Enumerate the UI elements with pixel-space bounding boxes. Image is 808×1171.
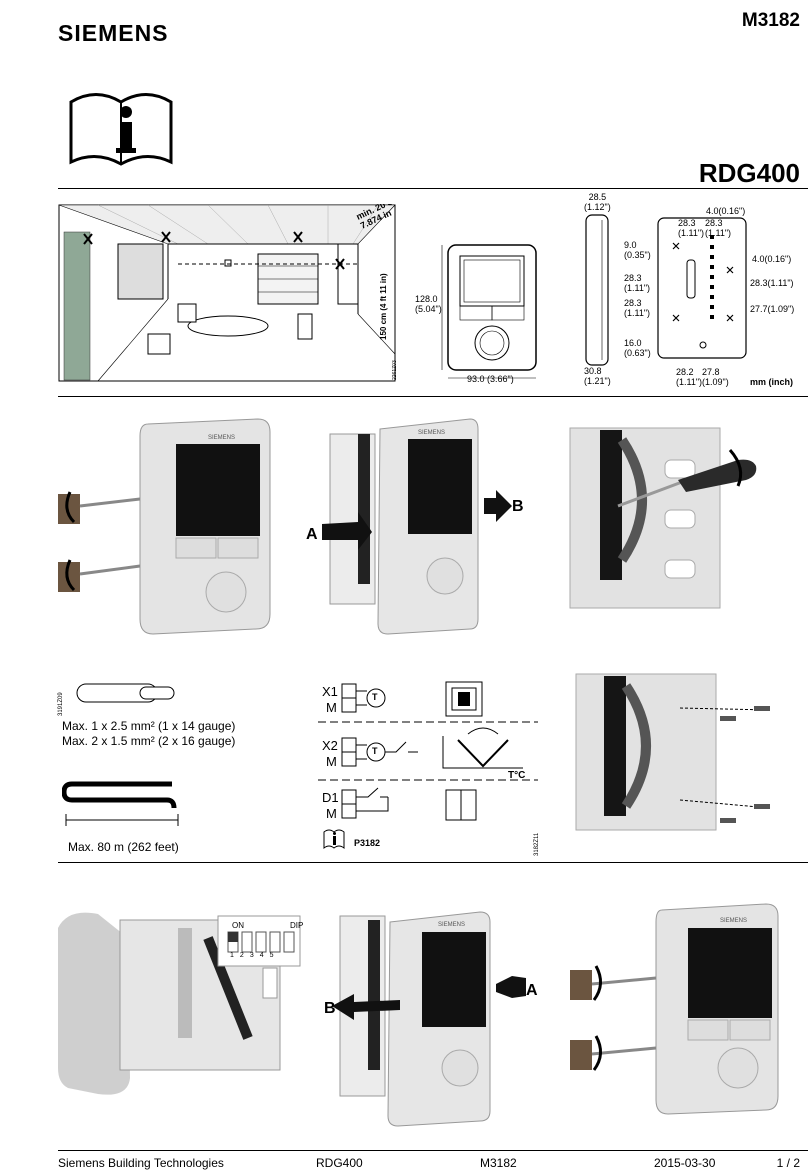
mounting-height-label: 150 cm (4 ft 11 in) — [379, 273, 388, 340]
dip-number-5: 5 — [269, 952, 274, 959]
arrow-b-label-2: B — [324, 1000, 336, 1017]
terminal-m2: M — [326, 754, 337, 769]
step-separate-device: SIEMENS — [322, 418, 512, 635]
side-top-dim: 28.5 (1.12") — [584, 192, 611, 212]
fig-code-room: 2261Z03 — [392, 360, 398, 380]
front-dimension-drawing — [441, 244, 537, 379]
terminal-m1: M — [326, 700, 337, 715]
dip-on-label: ON — [232, 921, 244, 930]
dip-number-4: 4 — [259, 952, 264, 959]
footer-company: Siemens Building Technologies — [58, 1156, 224, 1170]
arrow-b-label-1: B — [512, 498, 524, 515]
back-top-c: 4.0(0.16") — [706, 206, 746, 216]
cable-length-icon — [62, 781, 179, 826]
back-bottom-a: 28.2 (1.11") — [676, 367, 703, 387]
temp-axis-label: T°C — [508, 770, 526, 781]
back-right-b: 28.3(1.11") — [750, 278, 794, 288]
divider-footer — [58, 1150, 808, 1151]
cable-icon — [76, 683, 175, 703]
step-reattach-device: SIEMENS — [332, 911, 526, 1127]
front-height-dim: 128.0 (5.04") — [415, 294, 442, 314]
cable-spec-1: Max. 1 x 2.5 mm² (1 x 14 gauge) — [62, 719, 236, 733]
dip-number-1: 1 — [230, 952, 234, 959]
room-mounting-figure: min. 20 cm7.874 in 150 cm (4 ft 11 in) 2… — [58, 204, 398, 382]
fig-code-cable: 3191Z09 — [58, 692, 64, 716]
back-dimension-drawing — [657, 217, 747, 359]
footer-model: RDG400 — [316, 1156, 363, 1170]
divider-top — [58, 188, 808, 189]
cable-spec-2: Max. 2 x 1.5 mm² (2 x 16 gauge) — [62, 734, 236, 748]
back-top-b: 28.3 (1.11") — [705, 218, 732, 238]
terminal-x1: X1 — [322, 684, 338, 699]
back-right-a: 4.0(0.16") — [752, 254, 792, 264]
document-number: M3182 — [741, 10, 800, 31]
model-title: RDG400 — [698, 158, 800, 188]
dip-number-3: 3 — [249, 952, 254, 959]
side-dimension-drawing — [585, 214, 609, 366]
front-width-dim: 93.0 (3.66") — [467, 374, 514, 384]
dip-label: DIP — [290, 921, 304, 930]
back-left-c: 28.3 (1.11") — [624, 298, 651, 318]
back-left-a: 9.0 (0.35") — [624, 240, 651, 260]
device-brand-1: SIEMENS — [208, 435, 235, 441]
back-top-a: 28.3 (1.11") — [678, 218, 705, 238]
terminal-x2: X2 — [322, 738, 338, 753]
divider-dimensions — [58, 396, 808, 397]
dip-number-2: 2 — [239, 952, 244, 959]
step-terminal-wiring — [569, 427, 757, 609]
fig-code-terminals: 3182Z11 — [534, 832, 540, 856]
footer-doc: M3182 — [480, 1156, 517, 1170]
step-unscrew-device: SIEMENS — [58, 418, 271, 635]
step-screw-device: SIEMENS — [570, 903, 779, 1115]
device-brand-4: SIEMENS — [720, 918, 747, 924]
device-brand-3: SIEMENS — [438, 922, 465, 928]
unit-label: mm (inch) — [750, 377, 794, 387]
step-wall-mounting — [575, 673, 771, 831]
cable-length: Max. 80 m (262 feet) — [68, 840, 179, 854]
terminal-m3: M — [326, 806, 337, 821]
device-brand-2: SIEMENS — [418, 430, 445, 436]
terminal-d1: D1 — [322, 790, 339, 805]
back-bottom-b: 27.8 (1.09") — [702, 367, 729, 387]
back-right-c: 27.7(1.09") — [750, 304, 795, 314]
back-left-b: 28.3 (1.11") — [624, 273, 651, 293]
dip-numbers: 1 2 3 4 5 — [230, 952, 274, 959]
step-dip-switch — [58, 912, 301, 1095]
sensor-t-2: T — [372, 746, 378, 756]
arrow-a-label-1: A — [306, 526, 318, 543]
reference-doc: P3182 — [354, 838, 381, 848]
info-book-icon — [69, 93, 173, 166]
arrow-a-label-2: A — [526, 982, 538, 999]
footer-page: 1 / 2 — [776, 1156, 800, 1170]
back-left-d: 16.0 (0.63") — [624, 338, 651, 358]
divider-wiring — [58, 862, 808, 863]
sensor-t-1: T — [372, 692, 378, 702]
info-icon-small — [323, 829, 345, 850]
footer-date: 2015-03-30 — [654, 1156, 716, 1170]
terminal-diagram — [318, 681, 538, 821]
brand-logo: SIEMENS — [58, 20, 169, 46]
side-bottom-dim: 30.8 (1.21") — [584, 366, 611, 386]
